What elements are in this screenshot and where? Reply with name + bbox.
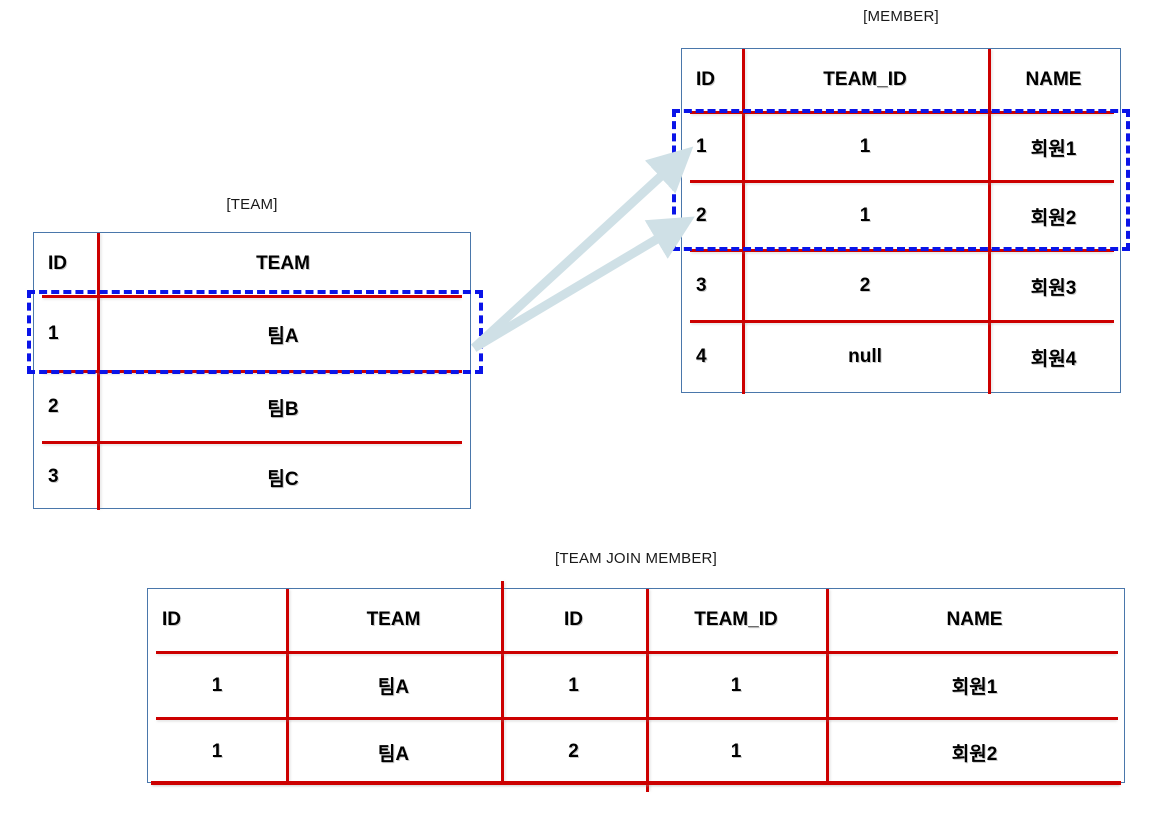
member-rule-4	[690, 320, 1114, 323]
member-row-id: 4	[696, 346, 707, 367]
join-table-title: [TEAM JOIN MEMBER]	[555, 550, 717, 567]
arrow-team1-to-member2	[471, 216, 695, 352]
team-row[interactable]: 3 팀C	[34, 444, 470, 510]
team-table-block: [TEAM] ID TEAM 1 팀A 2 팀B 3 팀C	[27, 196, 483, 511]
team-row-name: 팀B	[267, 398, 299, 420]
member-table-frame: ID TEAM_ID NAME 1 1 회원1 2 1 회원2 3 2 회원3 …	[681, 48, 1121, 394]
member-row-name: 회원1	[1030, 138, 1077, 160]
member-row[interactable]: 2 1 회원2	[682, 183, 1120, 249]
member-col-divider-2	[988, 49, 991, 394]
join-col-divider-3	[646, 589, 649, 792]
join-row-member-team-id: 1	[730, 741, 742, 762]
member-header-team-id: TEAM_ID	[823, 69, 907, 90]
join-col-divider-2	[501, 581, 504, 784]
team-header-team: TEAM	[256, 253, 310, 274]
team-rule-1	[42, 295, 462, 298]
member-header-row: ID TEAM_ID NAME	[682, 49, 1120, 111]
join-row[interactable]: 1 팀A 2 1 회원2	[148, 720, 1124, 784]
team-table-title: [TEAM]	[226, 196, 278, 213]
join-row-name: 회원2	[951, 743, 998, 765]
join-header-team: TEAM	[366, 609, 421, 630]
member-row-team-id: 2	[859, 275, 871, 296]
member-row-team-id: null	[848, 346, 882, 367]
member-col-divider-1	[742, 49, 745, 394]
join-header-row: ID TEAM ID TEAM_ID NAME	[148, 589, 1124, 651]
join-col-divider-4	[826, 589, 829, 784]
join-col-divider-1	[286, 589, 289, 784]
join-row-member-team-id: 1	[730, 674, 742, 696]
team-row-name: 팀C	[267, 468, 299, 490]
team-row-id: 1	[48, 323, 59, 344]
member-header-id: ID	[696, 69, 715, 90]
member-table-title: [MEMBER]	[863, 8, 939, 25]
team-row-id: 2	[48, 396, 59, 417]
join-row-member-id: 1	[568, 674, 579, 696]
member-row-id: 3	[696, 275, 707, 296]
member-row-id: 2	[696, 205, 707, 226]
join-row-member-id: 2	[568, 741, 579, 762]
team-header-id: ID	[48, 253, 67, 274]
join-row[interactable]: 1 팀A 1 1 회원1	[148, 654, 1124, 717]
join-header-team-id: ID	[162, 609, 181, 630]
member-row-name: 회원2	[1030, 207, 1077, 229]
arrow-team1-to-member1	[470, 146, 694, 352]
join-table-frame: ID TEAM ID TEAM_ID NAME 1 팀A 1 1 회원1 1 팀…	[147, 581, 1125, 792]
team-row[interactable]: 1 팀A	[34, 298, 470, 370]
team-row[interactable]: 2 팀B	[34, 373, 470, 441]
team-row-name: 팀A	[267, 325, 299, 347]
member-row[interactable]: 4 null 회원4	[682, 323, 1120, 391]
member-row-team-id: 1	[859, 136, 871, 157]
member-table-block: [MEMBER] ID TEAM_ID NAME 1 1 회원1 2 1 회원2…	[672, 8, 1130, 394]
join-table-block: [TEAM JOIN MEMBER] ID TEAM ID TEAM_ID NA…	[147, 550, 1125, 795]
member-row[interactable]: 1 1 회원1	[682, 114, 1120, 180]
join-header-member-team-id: TEAM_ID	[694, 609, 778, 630]
member-row-team-id: 1	[859, 205, 871, 226]
member-row-id: 1	[696, 136, 707, 157]
team-table-frame: ID TEAM 1 팀A 2 팀B 3 팀C	[33, 232, 471, 510]
join-rule-2	[156, 717, 1118, 720]
member-rule-2	[690, 180, 1114, 183]
join-bottom-rule	[151, 781, 1121, 785]
team-header-row: ID TEAM	[34, 233, 470, 295]
join-header-member-id: ID	[564, 609, 583, 630]
join-header-name: NAME	[946, 609, 1003, 630]
join-row-team: 팀A	[377, 743, 410, 765]
join-row-team-id: 1	[211, 741, 223, 762]
join-row-team-id: 1	[211, 674, 223, 696]
team-rule-3	[42, 441, 462, 444]
team-row-id: 3	[48, 466, 59, 487]
member-header-name: NAME	[1025, 69, 1082, 90]
member-row-name: 회원3	[1030, 277, 1077, 299]
join-row-name: 회원1	[951, 677, 998, 698]
member-row-name: 회원4	[1030, 348, 1077, 370]
join-row-team: 팀A	[377, 677, 410, 698]
member-row[interactable]: 3 2 회원3	[682, 252, 1120, 320]
join-rule-1	[156, 651, 1118, 654]
